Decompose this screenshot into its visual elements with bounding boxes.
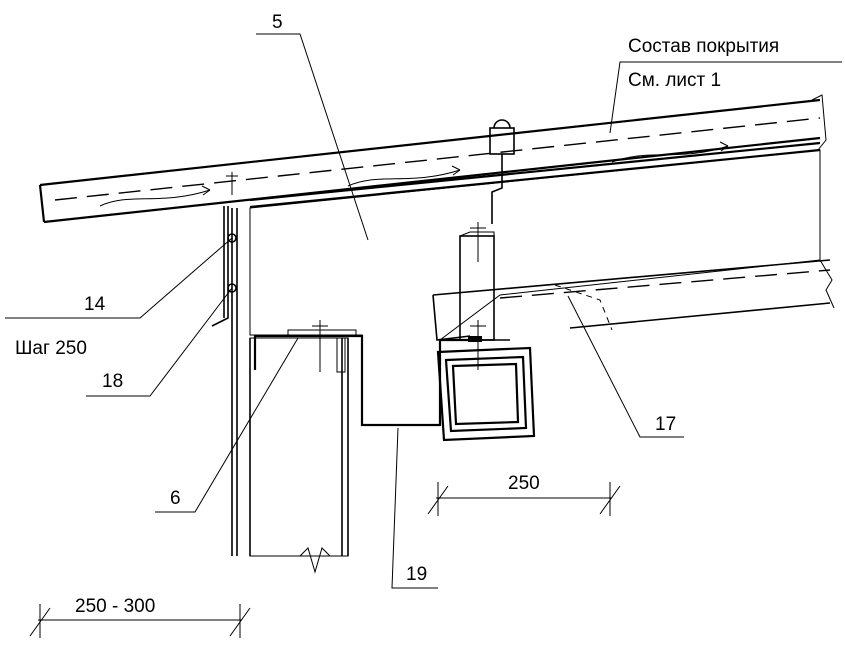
callout-6: 6 <box>155 337 299 513</box>
wall-panel <box>231 208 349 574</box>
dimension-250: 250 <box>427 473 621 516</box>
dimension-250-300: 250 - 300 <box>29 596 251 638</box>
callout-6-number: 6 <box>170 488 181 509</box>
roof-screw <box>489 119 515 224</box>
eave-flashing <box>211 172 238 327</box>
pitch-label: Шаг 250 <box>15 338 87 359</box>
steel-square-tube <box>436 346 536 442</box>
roof-top-sheet <box>38 94 827 224</box>
callout-19: 19 <box>391 427 438 589</box>
lower-roof-sheet <box>432 259 835 341</box>
callout-17: 17 <box>567 295 684 438</box>
dimension-250-value: 250 <box>508 473 540 494</box>
callout-5-number: 5 <box>272 12 283 33</box>
roof-composition-title: Состав покрытия <box>628 36 779 57</box>
callout-17-number: 17 <box>655 414 676 435</box>
connector-block <box>459 222 510 370</box>
callout-18: 18 <box>86 287 233 397</box>
callout-roof-composition: Состав покрытия См. лист 1 <box>609 36 842 134</box>
roof-composition-ref: См. лист 1 <box>628 70 721 91</box>
callout-18-number: 18 <box>102 371 123 392</box>
callout-19-number: 19 <box>406 564 427 585</box>
water-flow-arrows <box>99 141 729 207</box>
dimension-250-300-value: 250 - 300 <box>75 596 155 617</box>
callout-14: 14 <box>5 237 233 319</box>
wall-top-angle <box>253 320 470 427</box>
callout-5: 5 <box>256 12 369 241</box>
callout-14-number: 14 <box>84 294 106 315</box>
